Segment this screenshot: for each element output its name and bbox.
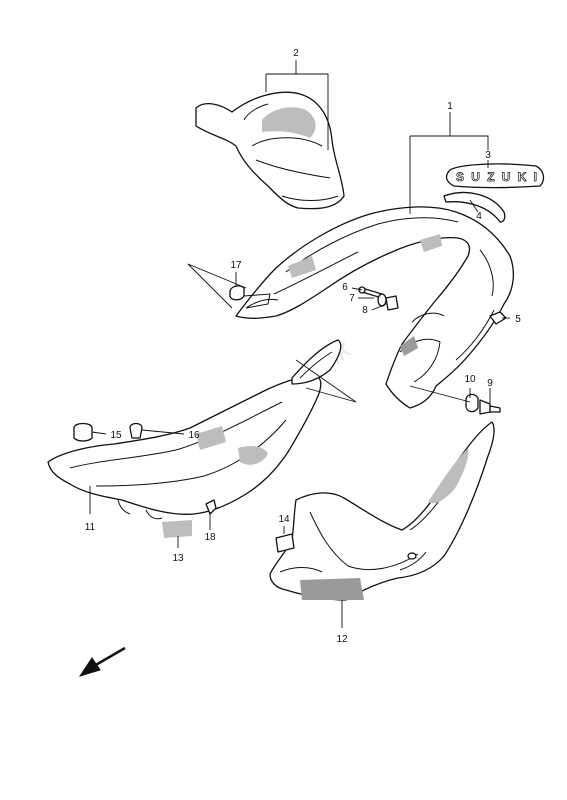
arrow-down-left-icon	[78, 646, 126, 677]
grommet-part-15	[73, 422, 93, 442]
callout-13: 13	[172, 553, 184, 564]
callout-15: 15	[110, 430, 122, 441]
mounting-reference-lines	[187, 263, 471, 403]
callout-10: 10	[464, 374, 476, 385]
pad-part-14	[275, 533, 295, 553]
push-clip-part-16	[129, 422, 143, 439]
fastener-set	[358, 286, 399, 311]
grommet-screw-set	[465, 393, 501, 415]
callout-11: 11	[85, 522, 96, 533]
callout-14: 14	[278, 514, 290, 525]
callout-12: 12	[336, 634, 348, 645]
right-side-cover-part	[269, 421, 495, 601]
tail-frame-cover-part	[235, 206, 515, 409]
screw-part-18	[205, 499, 217, 515]
pad-part-13	[162, 520, 192, 538]
callout-18: 18	[204, 532, 216, 543]
callout-9: 9	[487, 378, 493, 389]
callout-2: 2	[293, 48, 299, 59]
seat-cowl-part	[195, 91, 345, 210]
leader-lines	[89, 60, 510, 628]
suzuki-emblem-part: SUZUKI	[445, 163, 545, 189]
callout-1: 1	[447, 101, 453, 112]
callout-16: 16	[188, 430, 200, 441]
callout-4: 4	[476, 211, 482, 222]
callout-8: 8	[362, 305, 368, 316]
callout-6: 6	[342, 282, 348, 293]
callout-3: 3	[485, 150, 491, 161]
left-side-cover-part	[47, 339, 342, 520]
callout-labels: 1 2 3 4 5 6 7 8 9 10 11 12 13 14 15 16 1…	[85, 48, 521, 645]
callout-5: 5	[515, 314, 521, 325]
callout-17: 17	[230, 260, 242, 271]
grommet-part-17	[229, 285, 245, 301]
callout-7: 7	[349, 293, 355, 304]
